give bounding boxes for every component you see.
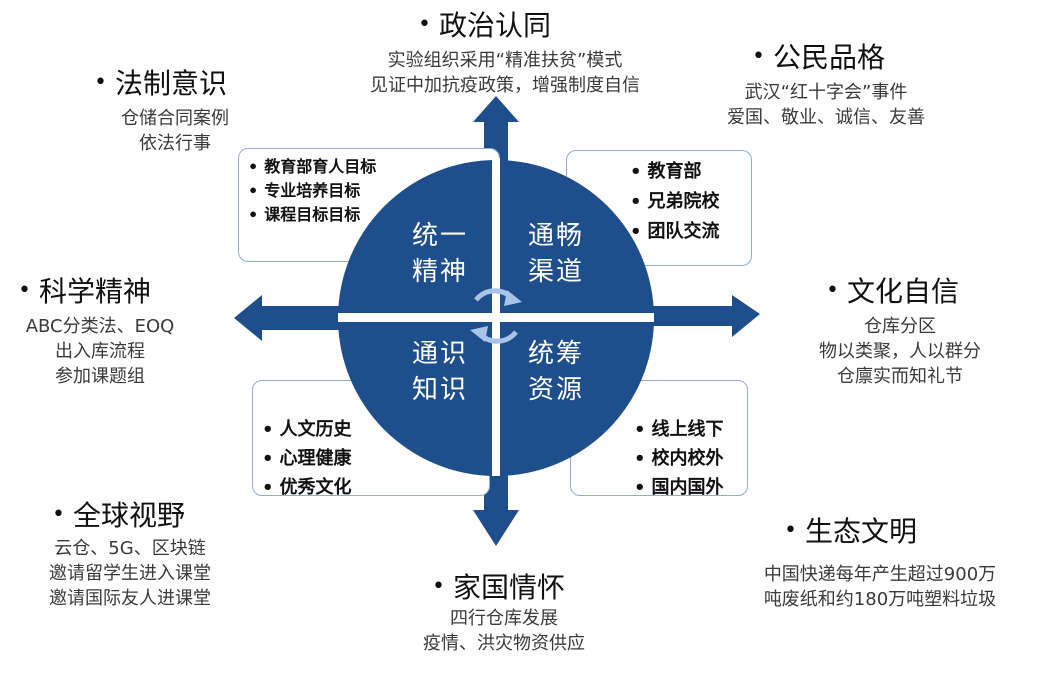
quadrant-bottom-left: 通识 知识 — [411, 339, 468, 405]
topic-ecology-title: •生态文明 — [784, 515, 917, 548]
topic-law-lines: 仓储合同案例 依法行事 — [121, 108, 229, 154]
list-item: 优秀文化 — [262, 473, 352, 502]
list-item: 团队交流 — [630, 217, 720, 247]
topic-homeland-lines: 四行仓库发展 疫情、洪灾物资供应 — [423, 608, 585, 654]
list-item: 人文历史 — [262, 415, 352, 444]
topic-science-title: •科学精神 — [18, 275, 151, 308]
topic-ecology-lines: 中国快递每年产生超过900万 吨废纸和约180万吨塑料垃圾 — [763, 564, 997, 610]
list-item: 兄弟院校 — [630, 187, 720, 217]
topic-culture-title: •文化自信 — [826, 275, 959, 308]
list-item: 教育部育人目标 — [248, 155, 376, 179]
arrow-right — [642, 295, 760, 337]
topic-political-title: •政治认同 — [418, 9, 551, 42]
list-item: 专业培养目标 — [248, 179, 376, 203]
quadrant-bottom-right: 统筹 资源 — [527, 339, 584, 405]
topic-global-title: •全球视野 — [52, 499, 185, 532]
topic-global-lines: 云仓、5G、区块链 邀请留学生进入课堂 邀请国际友人进课堂 — [49, 538, 211, 609]
box-top-left-list: 教育部育人目标 专业培养目标 课程目标目标 — [248, 155, 376, 227]
box-bottom-left-list: 人文历史 心理健康 优秀文化 — [262, 415, 352, 502]
list-item: 教育部 — [630, 157, 720, 187]
topic-homeland-title: •家国情怀 — [432, 571, 565, 604]
cross-horizontal — [338, 313, 654, 322]
topic-civic-title: •公民品格 — [752, 41, 885, 74]
list-item: 心理健康 — [262, 444, 352, 473]
topic-science-lines: ABC分类法、EOQ 出入库流程 参加课题组 — [25, 316, 175, 387]
topic-political-lines: 实验组织采用“精准扶贫”模式 见证中加抗疫政策，增强制度自信 — [370, 50, 640, 96]
list-item: 课程目标目标 — [248, 203, 376, 227]
list-item: 国内国外 — [634, 473, 724, 502]
box-bottom-right-list: 线上线下 校内校外 国内国外 — [634, 415, 724, 502]
topic-law-title: •法制意识 — [94, 67, 227, 100]
box-top-right-list: 教育部 兄弟院校 团队交流 — [630, 157, 720, 247]
list-item: 线上线下 — [634, 415, 724, 444]
list-item: 校内校外 — [634, 444, 724, 473]
quadrant-top-right: 通畅 渠道 — [527, 221, 584, 287]
topic-civic-lines: 武汉“红十字会”事件 爱国、敬业、诚信、友善 — [727, 82, 925, 128]
topic-culture-lines: 仓库分区 物以类聚，人以群分 仓廪实而知礼节 — [819, 316, 981, 387]
arrow-left — [234, 295, 350, 341]
quadrant-top-left: 统一 精神 — [411, 221, 468, 287]
